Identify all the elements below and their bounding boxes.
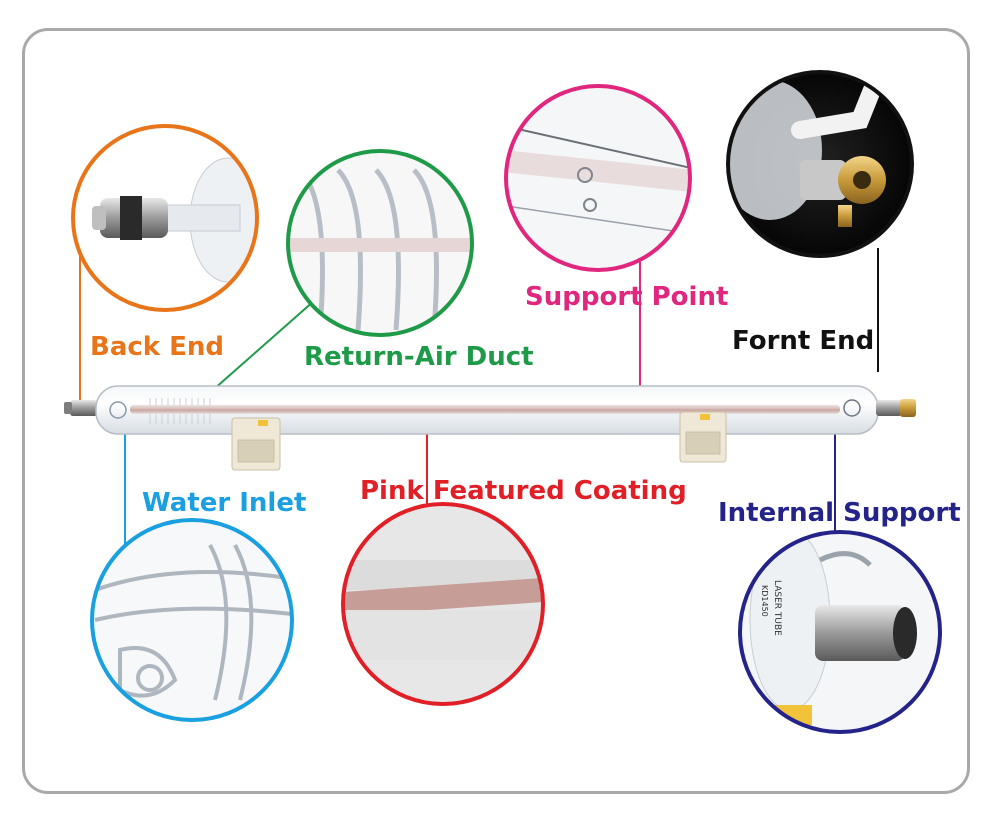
support-point-zoom	[504, 84, 692, 272]
internal-support-zoom: LASER TUBE KD1450	[738, 530, 942, 734]
back-end-zoom	[71, 124, 259, 312]
return-air-duct-zoom	[286, 149, 474, 337]
laser-tube	[64, 385, 916, 471]
label-front-end: Fornt End	[732, 326, 875, 356]
pink-coating-zoom	[341, 502, 545, 706]
front-end-zoom	[726, 70, 914, 258]
label-pink-featured-coating: Pink Featured Coating	[360, 476, 687, 506]
label-back-end: Back End	[90, 332, 224, 362]
water-inlet-zoom	[90, 518, 294, 722]
label-return-air-duct: Return-Air Duct	[304, 342, 534, 372]
tube-print-line2: KD1450	[760, 585, 769, 617]
tube-print-line1: LASER TUBE	[772, 580, 782, 636]
label-internal-support: Internal Support	[718, 498, 961, 528]
label-support-point: Support Point	[525, 282, 729, 312]
label-water-inlet: Water Inlet	[142, 488, 307, 518]
